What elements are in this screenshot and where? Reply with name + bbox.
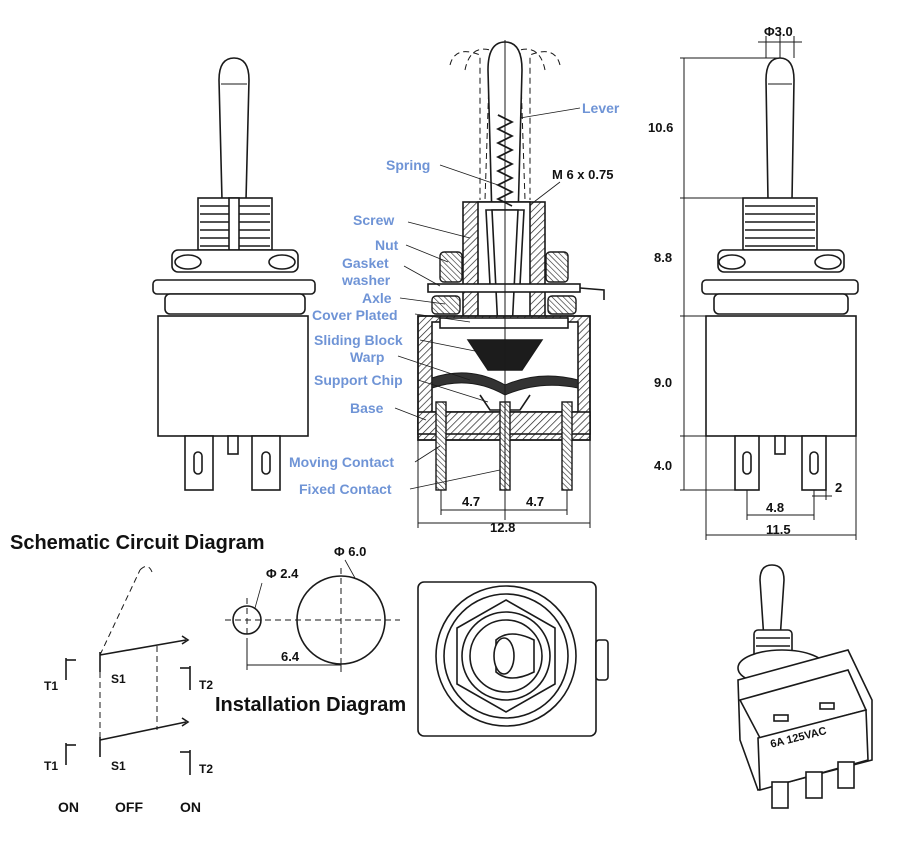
dim-body-width-front: 12.8 [490, 520, 515, 535]
warp [431, 372, 579, 396]
dim-pitch-left: 4.7 [462, 494, 480, 509]
label-thread: M 6 x 0.75 [552, 167, 613, 182]
dim-terminal-pitch: 4.8 [766, 500, 784, 515]
dim-hole-small: Φ 2.4 [266, 566, 299, 581]
schematic-diagram [65, 566, 191, 775]
left-gasket [164, 293, 306, 315]
label-nut: Nut [375, 237, 399, 253]
dim-lever-height: 10.6 [648, 120, 673, 135]
position-on-right: ON [180, 799, 201, 815]
dim-body-height: 9.0 [654, 375, 672, 390]
dim-terminal-width: 2 [835, 480, 842, 495]
left-lever [218, 57, 250, 201]
label-base: Base [350, 400, 384, 416]
installation-holes [225, 559, 400, 672]
heading-installation: Installation Diagram [215, 694, 406, 716]
center-dimensions [417, 440, 591, 528]
label-axle: Axle [362, 290, 392, 306]
label-support-chip: Support Chip [314, 372, 403, 388]
top-view [417, 581, 609, 737]
center-section-view [417, 40, 605, 520]
label-sliding-block: Sliding Block [314, 332, 403, 348]
term-t2-bottom: T2 [199, 762, 213, 776]
term-s1-top: S1 [111, 672, 126, 686]
label-spring: Spring [386, 157, 430, 173]
term-t1-top: T1 [44, 679, 58, 693]
right-side-view [680, 28, 859, 540]
perspective-view [737, 564, 873, 809]
label-washer: washer [341, 272, 391, 288]
label-screw: Screw [353, 212, 394, 228]
dim-bushing-height: 8.8 [654, 250, 672, 265]
heading-schematic: Schematic Circuit Diagram [10, 532, 265, 554]
dim-hole-spacing: 6.4 [281, 649, 300, 664]
left-nut [171, 249, 299, 273]
label-moving-contact: Moving Contact [289, 454, 394, 470]
label-cover-plated: Cover Plated [312, 307, 398, 323]
dim-body-width-side: 11.5 [766, 522, 791, 537]
term-t2-top: T2 [199, 678, 213, 692]
dim-lever-diameter: Φ3.0 [764, 24, 793, 39]
part-leaders [394, 107, 581, 490]
label-lever: Lever [582, 100, 620, 116]
label-warp: Warp [350, 349, 384, 365]
dim-terminal-height: 4.0 [654, 458, 672, 473]
label-fixed-contact: Fixed Contact [299, 481, 392, 497]
dim-hole-large: Φ 6.0 [334, 544, 366, 559]
label-gasket: Gasket [342, 255, 389, 271]
dim-pitch-right: 4.7 [526, 494, 544, 509]
rating-label: 6A 125VAC [769, 725, 828, 751]
left-body [157, 315, 309, 437]
position-on-left: ON [58, 799, 79, 815]
term-t1-bottom: T1 [44, 759, 58, 773]
right-body [705, 315, 857, 437]
right-lever [765, 57, 795, 201]
left-front-view [152, 57, 316, 491]
term-s1-bottom: S1 [111, 759, 126, 773]
position-off: OFF [115, 799, 143, 815]
